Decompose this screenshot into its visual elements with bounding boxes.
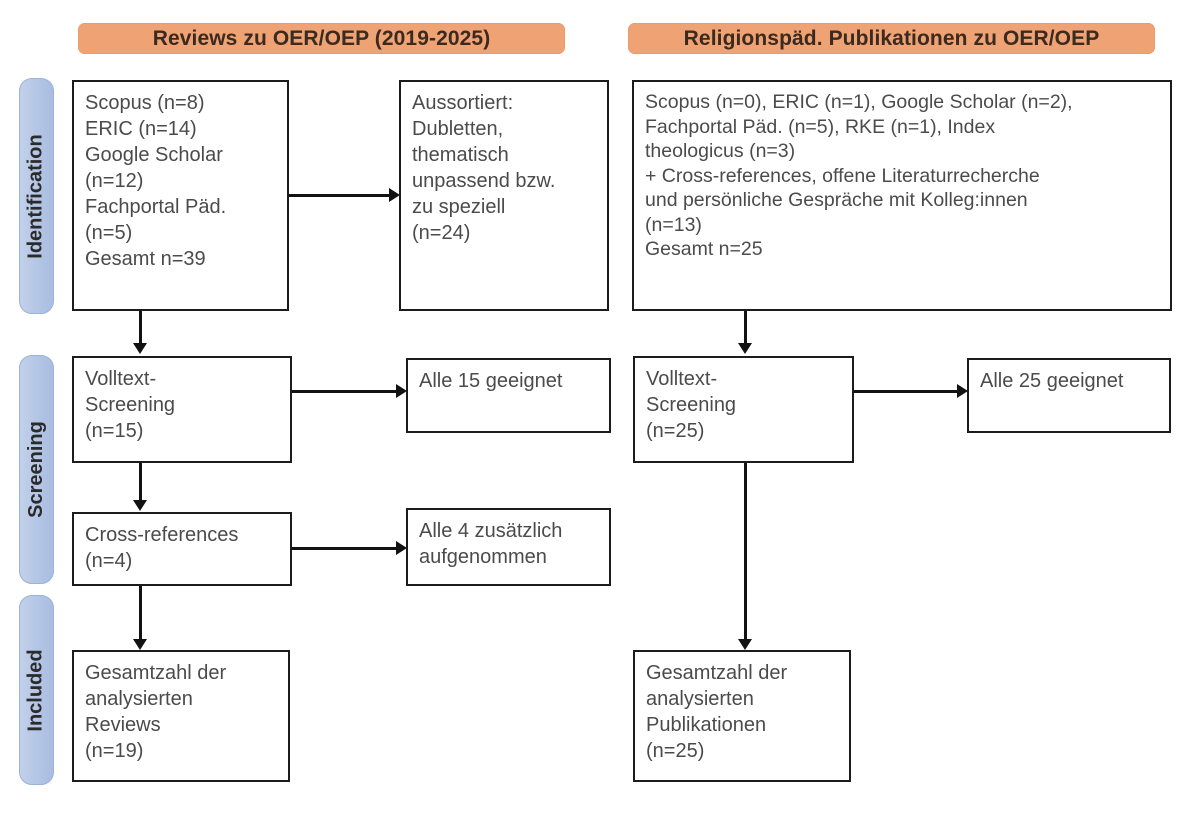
box-line: zu speziell	[412, 196, 506, 218]
arrowhead-down	[738, 343, 752, 354]
box-line: (n=15)	[85, 420, 144, 442]
box-right-included: Gesamtzahl der analysierten Publikatione…	[633, 650, 851, 782]
arrowhead-down	[133, 343, 147, 354]
box-line: Publikationen	[646, 714, 767, 736]
box-line: (n=25)	[646, 740, 705, 762]
box-line: Fachportal Päd.	[85, 196, 227, 218]
connector-left-identification-to-excluded	[289, 194, 390, 197]
stage-label-screening-text: Screening	[25, 421, 48, 518]
box-line: Gesamtzahl der	[85, 662, 227, 684]
box-line: (n=13)	[645, 213, 702, 236]
connector-right-identification-to-screening	[744, 311, 747, 344]
box-left-crossrefs: Cross-references (n=4)	[72, 512, 292, 586]
arrowhead-right	[957, 384, 968, 398]
box-line: Alle 15 geeignet	[419, 370, 563, 392]
connector-left-identification-to-screening	[139, 311, 142, 344]
box-left-crossrefs-result: Alle 4 zusätzlich aufgenommen	[406, 508, 611, 586]
box-line: aufgenommen	[419, 546, 547, 568]
box-left-included: Gesamtzahl der analysierten Reviews (n=1…	[72, 650, 290, 782]
arrowhead-down	[133, 639, 147, 650]
stage-label-screening: Screening	[19, 355, 54, 584]
box-line: (n=12)	[85, 170, 144, 192]
box-left-excluded: Aussortiert: Dubletten, thematisch unpas…	[399, 80, 609, 311]
box-line: Gesamt n=39	[85, 248, 206, 270]
stage-label-identification: Identification	[19, 78, 54, 314]
stage-label-included: Included	[19, 595, 54, 785]
column-header-publikationen-label: Religionspäd. Publikationen zu OER/OEP	[683, 26, 1100, 50]
box-right-screening-result: Alle 25 geeignet	[967, 358, 1171, 433]
box-line: Reviews	[85, 714, 161, 736]
box-line: analysierten	[646, 688, 754, 710]
column-header-reviews-label: Reviews zu OER/OEP (2019-2025)	[152, 26, 491, 50]
box-line: Scopus (n=0), ERIC (n=1), Google Scholar…	[645, 91, 1073, 113]
box-line: Scopus (n=8)	[85, 92, 205, 114]
box-line: Volltext-	[646, 368, 718, 390]
column-header-publikationen: Religionspäd. Publikationen zu OER/OEP	[628, 23, 1155, 54]
box-line: (n=24)	[412, 222, 471, 244]
box-left-screening: Volltext- Screening (n=15)	[72, 356, 292, 463]
connector-right-screening-to-included	[744, 463, 747, 641]
box-line: Volltext-	[85, 368, 157, 390]
box-line: ERIC (n=14)	[85, 118, 197, 140]
box-line: thematisch	[412, 144, 509, 166]
arrowhead-down	[133, 500, 147, 511]
connector-left-crossrefs-to-result	[292, 547, 397, 550]
box-line: unpassend bzw.	[412, 170, 556, 192]
box-right-screening: Volltext- Screening (n=25)	[633, 356, 854, 463]
box-line: Gesamt n=25	[645, 238, 763, 261]
box-line: Screening	[646, 394, 737, 416]
connector-right-screening-to-result	[854, 390, 958, 393]
connector-left-screening-to-crossrefs	[139, 463, 142, 502]
connector-left-screening-to-result	[292, 390, 397, 393]
box-line: (n=19)	[85, 740, 144, 762]
box-line: Fachportal Päd. (n=5), RKE (n=1), Index	[645, 115, 996, 138]
stage-label-identification-text: Identification	[25, 133, 48, 259]
box-line: Alle 25 geeignet	[980, 370, 1124, 392]
arrowhead-right	[389, 188, 400, 202]
column-header-reviews: Reviews zu OER/OEP (2019-2025)	[78, 23, 565, 54]
box-line: Gesamtzahl der	[646, 662, 788, 684]
arrowhead-right	[396, 384, 407, 398]
box-line: (n=5)	[85, 222, 133, 244]
box-line: Google Scholar	[85, 144, 223, 166]
box-line: Aussortiert:	[412, 92, 514, 114]
box-line: (n=25)	[646, 420, 705, 442]
box-line: und persönliche Gespräche mit Kolleg:inn…	[645, 189, 1028, 212]
box-line: theologicus (n=3)	[645, 140, 796, 163]
box-line: Screening	[85, 394, 176, 416]
box-left-screening-result: Alle 15 geeignet	[406, 358, 611, 433]
stage-label-included-text: Included	[25, 648, 48, 732]
box-left-identification: Scopus (n=8) ERIC (n=14) Google Scholar …	[72, 80, 289, 311]
box-right-identification: Scopus (n=0), ERIC (n=1), Google Scholar…	[632, 80, 1172, 311]
connector-left-crossrefs-to-included	[139, 586, 142, 641]
arrowhead-right	[396, 541, 407, 555]
box-line: + Cross-references, offene Literaturrech…	[645, 164, 1040, 187]
arrowhead-down	[738, 639, 752, 650]
box-line: analysierten	[85, 688, 193, 710]
box-line: Cross-references	[85, 524, 239, 546]
box-line: Dubletten,	[412, 118, 504, 140]
box-line: (n=4)	[85, 550, 133, 572]
box-line: Alle 4 zusätzlich	[419, 520, 563, 542]
